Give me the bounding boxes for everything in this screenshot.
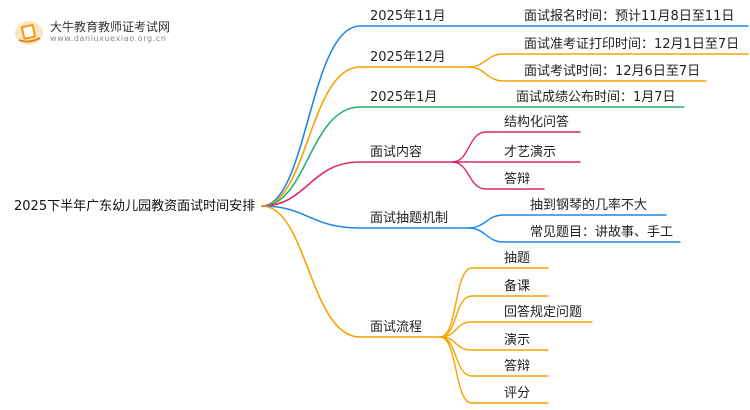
branch-link-3 — [261, 161, 453, 207]
leaf-draw-question: 抽题 — [504, 251, 531, 266]
branch-link-0 — [261, 25, 469, 207]
leaf-talent-demo: 才艺演示 — [504, 145, 557, 160]
leaf-demonstration: 演示 — [504, 333, 531, 348]
leaf-defense-2: 答辩 — [504, 359, 531, 374]
leaf-link-3-0 — [451, 131, 581, 163]
leaf-result-time: 面试成绩公布时间：1月7日 — [516, 90, 676, 105]
branch-interview-process: 面试流程 — [370, 320, 423, 335]
leaf-piano-chance: 抽到钢琴的几率不大 — [530, 198, 648, 213]
branch-link-1 — [261, 66, 469, 207]
logo-title: 大牛教育教师证考试网 — [50, 20, 171, 34]
branch-2025-1: 2025年1月 — [370, 90, 438, 105]
leaf-common-questions: 常见题目：讲故事、手工 — [530, 225, 674, 240]
leaf-structured-qa: 结构化问答 — [504, 115, 570, 130]
leaf-link-1-0 — [467, 53, 749, 68]
leaf-scoring: 评分 — [504, 386, 531, 401]
leaf-link-5-3 — [439, 336, 549, 351]
branch-interview-content: 面试内容 — [370, 145, 423, 160]
leaf-link-1-1 — [467, 66, 707, 82]
leaf-link-5-2 — [439, 321, 593, 338]
leaf-link-3-2 — [451, 161, 545, 190]
leaf-link-5-4 — [439, 336, 549, 377]
leaf-link-5-0 — [439, 267, 549, 338]
logo-icon — [14, 17, 44, 47]
leaf-answer-questions: 回答规定问题 — [504, 305, 583, 320]
branch-link-4 — [261, 205, 469, 229]
leaf-prepare: 备课 — [504, 279, 531, 294]
leaf-link-4-1 — [467, 227, 681, 243]
leaf-link-5-5 — [439, 336, 549, 404]
branch-2025-12: 2025年12月 — [370, 50, 446, 65]
leaf-link-5-1 — [439, 295, 549, 338]
branch-question-mechanism: 面试抽题机制 — [370, 211, 449, 226]
leaf-admission-ticket-time: 面试准考证打印时间：12月1日至7日 — [524, 37, 740, 52]
branch-2025-11: 2025年11月 — [370, 9, 446, 24]
logo-url: www.daniuxuexiao.org.cn — [50, 34, 167, 43]
branch-link-5 — [261, 205, 441, 338]
root-topic: 2025下半年广东幼儿园教资面试时间安排 — [14, 199, 256, 214]
leaf-registration-time: 面试报名时间：预计11月8日至11日 — [524, 9, 735, 24]
leaf-link-4-0 — [467, 214, 667, 229]
branch-link-2 — [261, 106, 469, 207]
leaf-exam-time: 面试考试时间：12月6日至7日 — [524, 64, 701, 79]
leaf-defense: 答辩 — [504, 172, 531, 187]
